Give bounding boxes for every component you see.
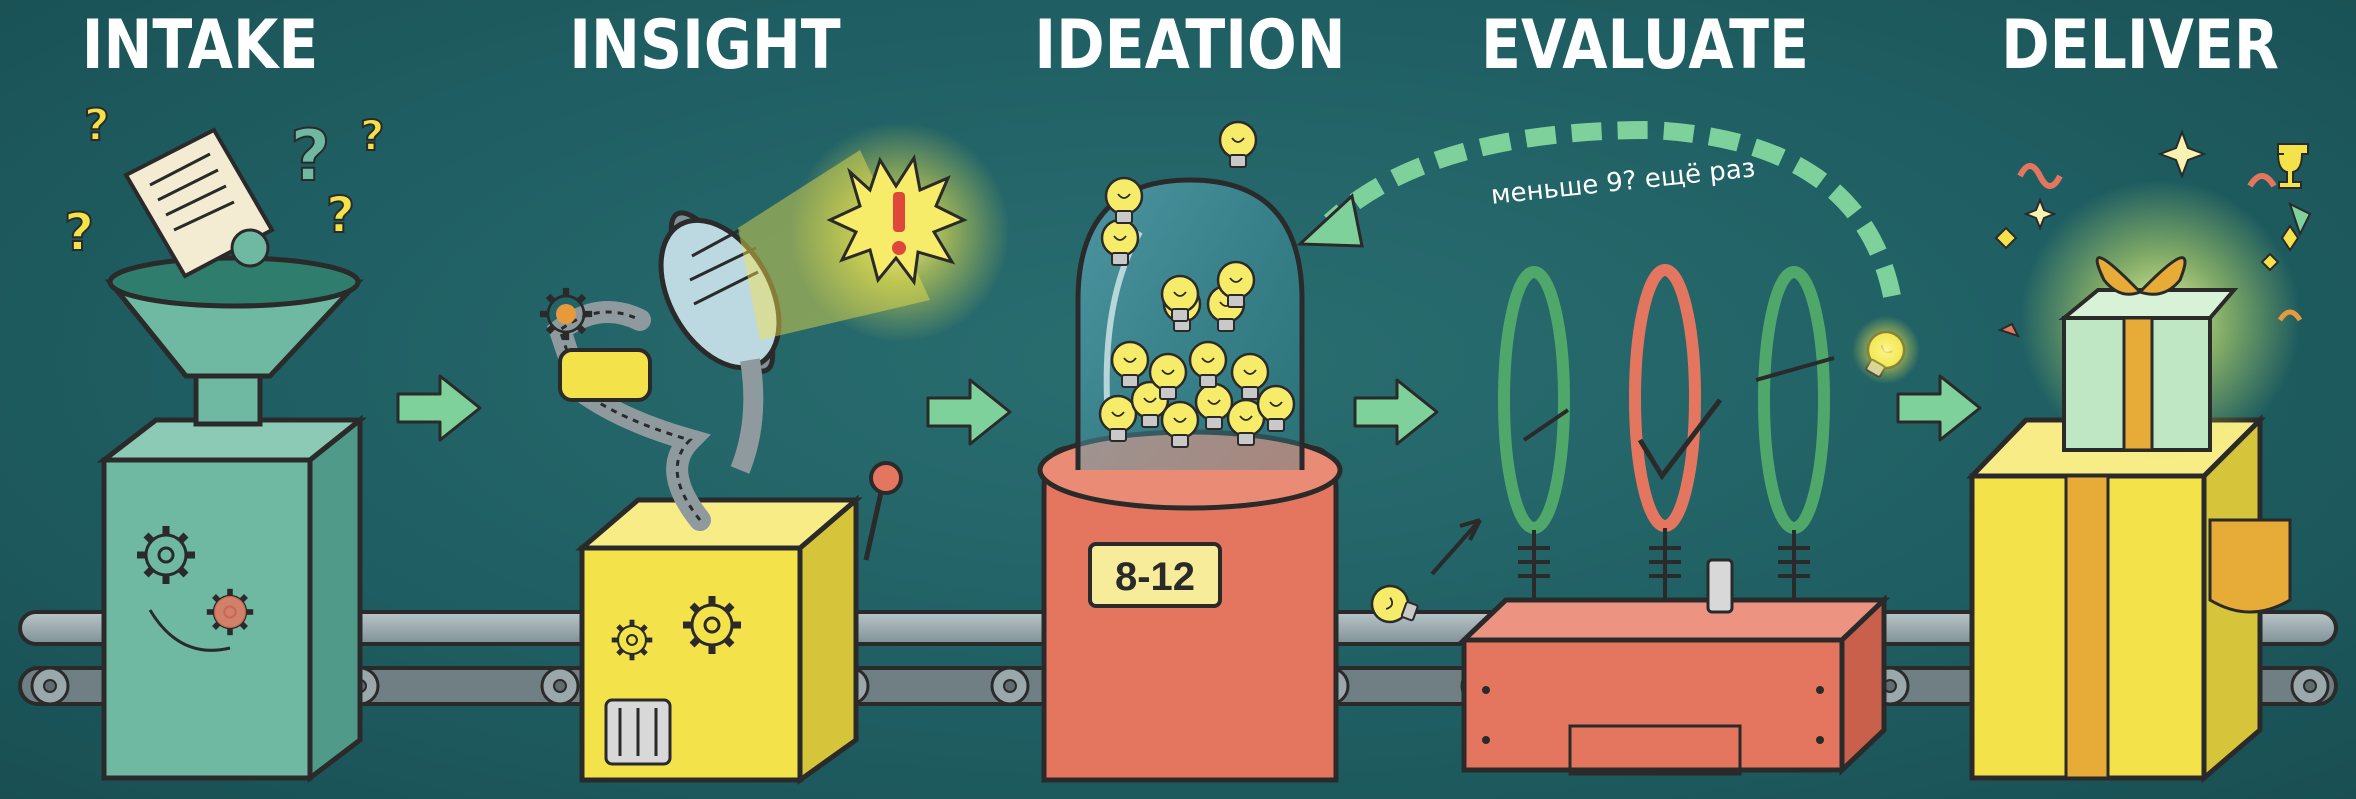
svg-text:?: ? — [290, 115, 331, 197]
confetti — [1994, 129, 2312, 338]
arrow-ideation-evaluate — [1353, 378, 1439, 446]
idea-count-label: 8-12 — [1115, 555, 1195, 599]
svg-text:?: ? — [64, 203, 94, 263]
arrow-evaluate-deliver — [1896, 374, 1982, 442]
question-marks: ? ? ? ? ? — [63, 99, 385, 264]
svg-text:?: ? — [360, 111, 384, 160]
ideation-machine: 8-12 — [1037, 120, 1343, 783]
stage-title-intake: INTAKE — [81, 6, 319, 85]
stage-title-ideation: IDEATION — [1034, 6, 1346, 85]
gift-icon — [2020, 180, 2300, 460]
svg-text:?: ? — [326, 186, 355, 244]
insight-machine — [540, 210, 903, 785]
exclamation-icon — [826, 154, 968, 286]
svg-text:?: ? — [84, 100, 110, 151]
deliver-machine — [1966, 413, 2292, 784]
intake-machine — [96, 255, 368, 784]
evaluation-hoops — [1498, 264, 1830, 600]
arrow-intake-insight — [396, 374, 482, 442]
stage-title-insight: INSIGHT — [569, 6, 841, 85]
document-icon — [123, 127, 275, 279]
evaluate-machine — [1365, 264, 1920, 776]
arrow-insight-ideation — [926, 378, 1012, 446]
stage-title-deliver: DELIVER — [2001, 6, 2279, 85]
stage-title-evaluate: EVALUATE — [1481, 6, 1809, 85]
loop-note: меньше 9? ещё раз — [1490, 153, 1757, 211]
